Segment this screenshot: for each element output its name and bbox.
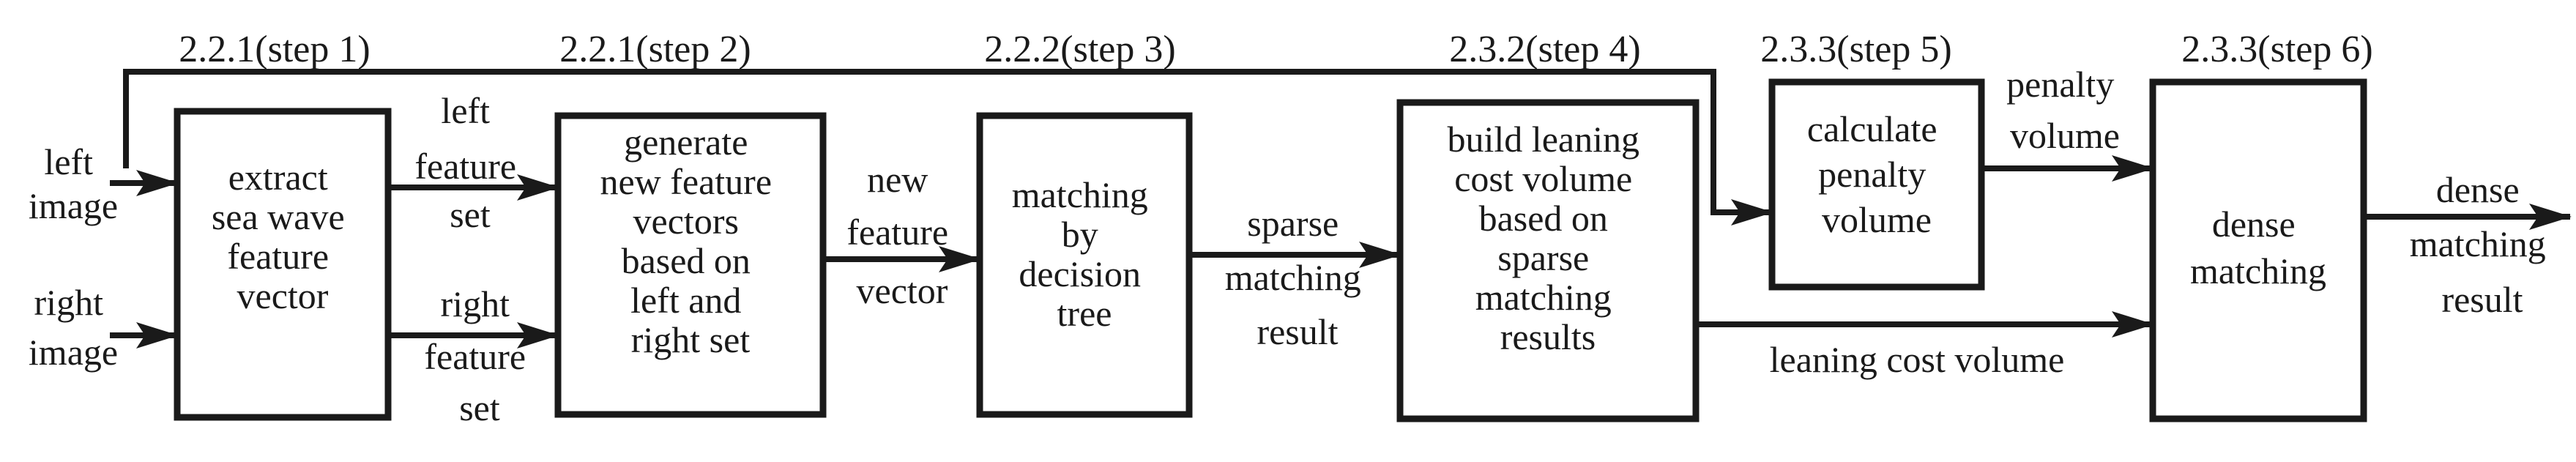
step-2-label: 2.2.1(step 2) (559, 29, 751, 70)
penalty-volume-label: penalty volume (2006, 64, 2123, 156)
right-feature-set-label: right feature set (424, 283, 535, 428)
extract-feature-box (174, 108, 392, 421)
dense-matching-result-label: dense matching result (2410, 169, 2555, 320)
step-4-text: build leaning cost volume based on spars… (1448, 119, 1649, 357)
left-feature-set-label: left feature set (414, 90, 525, 235)
step-5-label: 2.3.3(step 5) (1760, 29, 1951, 70)
step-6-text: dense matching (2190, 204, 2326, 291)
bypass-to-penalty-arrow (123, 69, 1773, 226)
step-4-label: 2.3.2(step 4) (1449, 29, 1640, 70)
step-3-text: matching by decision tree (1012, 174, 1158, 334)
generate-vectors-box (554, 112, 827, 418)
new-feature-vector-label: new feature vector (846, 159, 957, 311)
dense-matching-box (2149, 78, 2367, 422)
step-2-text: generate new feature vectors based on le… (600, 122, 781, 360)
step-3-label: 2.2.2(step 3) (984, 29, 1175, 70)
step-1-label: 2.2.1(step 1) (179, 29, 370, 70)
step-1-text: extract sea wave feature vector (212, 157, 354, 316)
cost-volume-box (1396, 99, 1700, 422)
sparse-matching-result-label: sparse matching result (1225, 203, 1371, 352)
step-6-label: 2.3.3(step 6) (2181, 29, 2372, 70)
step-5-text: calculate penalty volume (1807, 108, 1946, 240)
leaning-cost-volume-label: leaning cost volume (1770, 339, 2065, 380)
right-image-label: right image (29, 282, 118, 373)
decision-tree-box (976, 112, 1193, 418)
penalty-volume-box (1768, 78, 1985, 291)
left-image-label: left image (29, 141, 118, 226)
